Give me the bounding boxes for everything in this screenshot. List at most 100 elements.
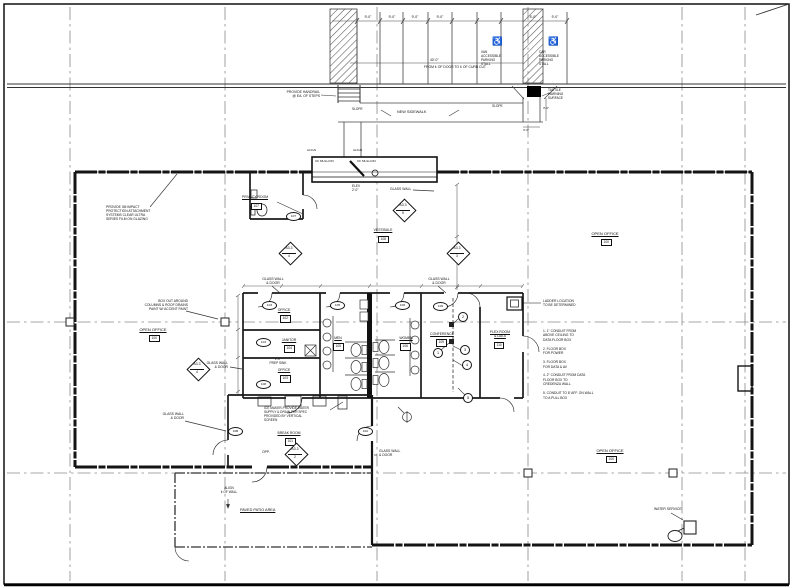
glass-wall-label: GLASS WALL [390, 187, 412, 191]
room-num-conference: 109 [436, 339, 447, 347]
entry-door-leaf [349, 160, 365, 177]
stall-dim: 9'-0" [551, 15, 559, 19]
paved-patio-label: PAVED PATIO AREA [240, 508, 276, 512]
room-label-flex: FLEX ROOM & DATA [490, 330, 510, 339]
room-label-men: MEN [334, 336, 342, 340]
room-num-open-office: 100 [606, 455, 617, 463]
room-num-open-office: 100 [149, 334, 160, 342]
room-num-vestibule: 108 [378, 235, 389, 243]
from-door-dim: 40'-0" [430, 58, 439, 62]
keynote-circle: 3 [460, 345, 470, 355]
wheelchair-icon: ♿ [492, 36, 503, 46]
slope-label: SLOPE [352, 107, 363, 111]
wheelchair-icon: ♿ [548, 36, 559, 46]
room-label-open-office: OPEN OFFICE [596, 448, 624, 453]
box-out-note: BOX OUT AROUND COLUMNS & ROOF DRAINS PAI… [144, 299, 188, 312]
door-tag: 10A [358, 427, 373, 436]
from-door-note: FROM ¢ OF DOOR TO ¢ OF CURB CUT [423, 64, 487, 69]
glass-wall-door-note: GLASS WALL & DOOR [162, 412, 184, 421]
detail-marker: A3.3 5 [391, 197, 417, 223]
door-tag: 103 [262, 301, 277, 310]
conduit-notes-list: 1. 1" CONDUIT FROM ABOVE CEILING TO DATA… [543, 329, 594, 400]
restroom-fixtures [304, 299, 420, 423]
room-label-open-office: OPEN OFFICE [139, 327, 167, 332]
annotation-leaders [149, 173, 447, 509]
room-label-break: BREAK ROOM [277, 431, 301, 435]
prep-sink-note: 2'-0" PREP SINK [269, 357, 287, 365]
detail-marker: A3.3 2 [283, 441, 309, 467]
ice-maker-note: ICE MAKER-PROVIDE WATER SUPPLY & DRAIN P… [264, 406, 309, 422]
room-num-privacy: 107 [251, 202, 262, 210]
sheet-border [3, 3, 790, 587]
keynote-circle: 4 [462, 360, 472, 370]
room-label-privacy: PRIVACY ROOM [241, 195, 269, 199]
room-num-office-a: 102 [280, 315, 291, 323]
room-num-women: 106 [400, 343, 411, 351]
room-num-open-office: 100 [601, 238, 612, 246]
walk-dim: 3'-0" [523, 128, 529, 132]
slope-label: SLOPE [492, 104, 503, 108]
tactile-warning [511, 85, 558, 100]
floor-drain [397, 406, 412, 423]
ladder-box [506, 296, 541, 311]
room-num-janitor: 104 [284, 345, 295, 353]
exterior-walls [73, 170, 754, 547]
curb-line [7, 83, 786, 88]
elev-label: ELEV 2'-0" [352, 184, 361, 192]
room-label-office-a: OFFICE [277, 308, 291, 312]
room-label-open-office: OPEN OFFICE [591, 231, 619, 236]
water-service-fixture [667, 512, 697, 542]
stall-dim: 9'-0" [411, 15, 419, 19]
column-markers [65, 317, 678, 478]
door-tag: 106 [395, 301, 410, 310]
stall-dim: 9'-0" [364, 15, 372, 19]
patio-walls [174, 472, 372, 562]
keynote-circle: 1 [433, 348, 443, 358]
detail-marker: A3.3 4 [185, 356, 211, 382]
impact-film-note: PROVIDE 3M IMPACT PROTECTION ATTACHMENT … [106, 205, 151, 222]
stall-dim: 9'-0" [436, 15, 444, 19]
tactile-note: TACTILE WARNING SURFACE [548, 88, 564, 100]
room-num-break: 101 [285, 438, 296, 446]
entry-stairs [320, 85, 361, 103]
door-tag: 109 [433, 302, 448, 311]
sidewalk [338, 97, 547, 157]
room-num-office-b: 103 [280, 375, 291, 383]
mop-sink [304, 344, 317, 357]
handrail-note: PROVIDE HANDRAIL @ EA. OF STEPS [286, 90, 320, 99]
room-num-men: 105 [333, 343, 344, 351]
cf-mullion-label: CF MULLION [357, 159, 376, 163]
van-stall-label: VAN ACCESSIBLE PARKING STALL [481, 50, 502, 66]
water-service-label: WATER SERVICE [654, 507, 682, 511]
align-wall-note: ALIGN ¢ OF WALL [220, 486, 238, 494]
room-label-women: WOMEN [399, 336, 413, 340]
room-label-conference: CONFERENCE [430, 332, 454, 336]
door-tag: 10B [228, 427, 243, 436]
opp-label: OPP. [262, 450, 270, 454]
cf-mullion-label: CF MULLION [315, 159, 334, 163]
grid-lines [7, 7, 786, 581]
door-tag: 105 [330, 301, 345, 310]
parking-stalls [329, 8, 570, 84]
align-label: ALIGN [307, 148, 317, 152]
access-aisle-hatch-right [522, 8, 544, 84]
keynote-circle: 2 [458, 312, 468, 322]
glass-wall-door-note: GLASS WALL & DOOR [262, 277, 284, 286]
walk-dim: 3'-0" [543, 106, 549, 110]
align-label: ALIGN [353, 148, 363, 152]
glass-wall-door-note: GLASS WALL & DOOR [428, 277, 450, 286]
door-tag: 107 [286, 212, 301, 221]
door-tag: 108 [256, 380, 271, 389]
stall-dim: 9'-0" [388, 15, 396, 19]
dimension-lines [235, 182, 525, 394]
stall-dim: 8'-0" [529, 15, 537, 19]
room-label-janitor: JANITOR [281, 338, 297, 342]
glass-wall-door-note: GLASS WALL & DOOR [379, 449, 401, 458]
door-tag: 104 [256, 338, 271, 347]
access-aisle-hatch-left [329, 8, 358, 84]
keynote-circle: 5 [463, 393, 473, 403]
vestibule-storefront [311, 156, 438, 183]
room-label-office-b: OFFICE [277, 368, 291, 372]
